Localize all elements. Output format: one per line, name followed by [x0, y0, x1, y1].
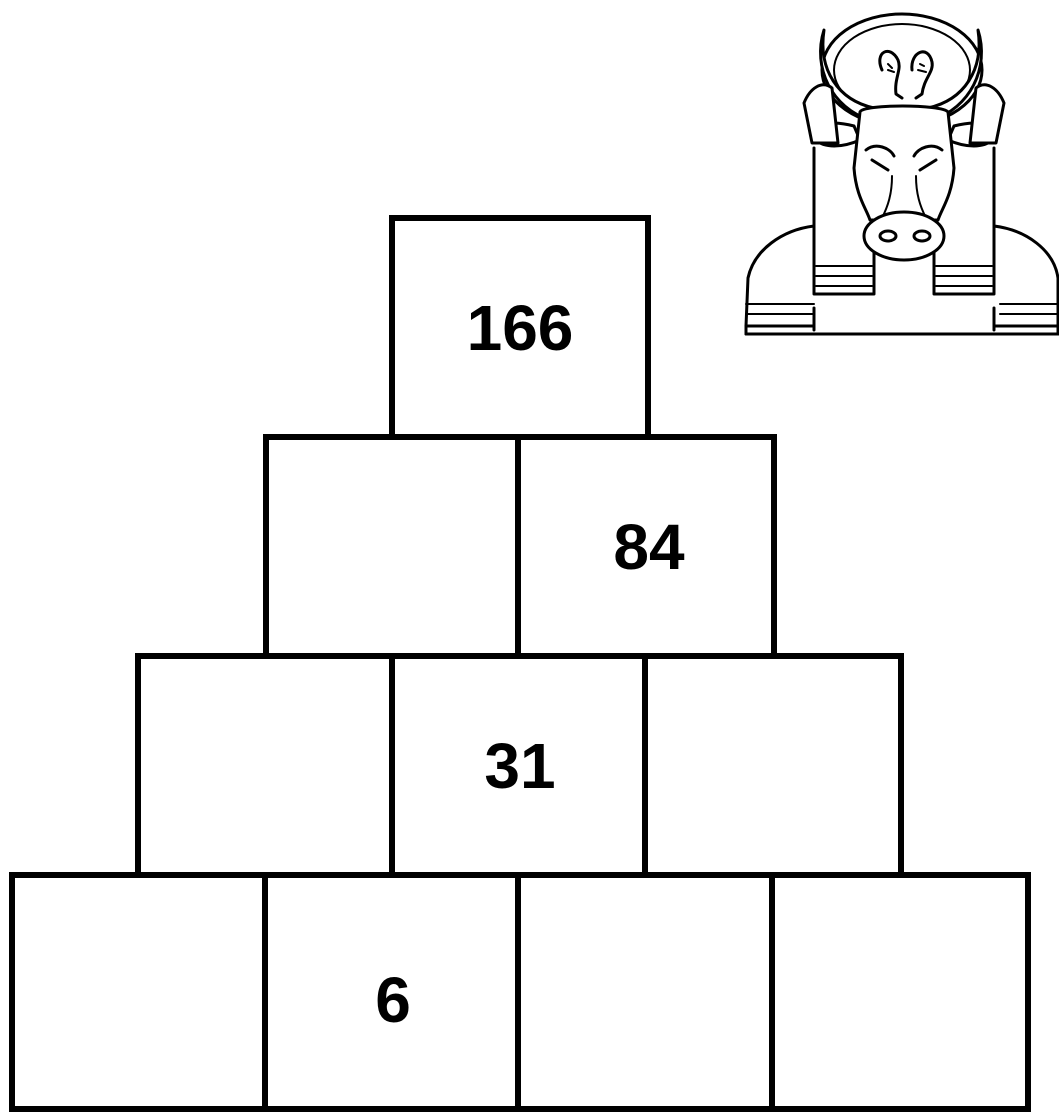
pyramid-cell-r1-c1[interactable]: 166 [389, 215, 651, 440]
pyramid-cell-r3-c1[interactable] [135, 653, 397, 878]
pyramid-cell-r2-c1[interactable] [263, 434, 525, 659]
bull-deity-icon [742, 8, 1059, 343]
pyramid-cell-r4-c4[interactable] [769, 872, 1031, 1112]
pyramid-cell-r3-c2[interactable]: 31 [389, 653, 651, 878]
pyramid-cell-r3-c3[interactable] [642, 653, 904, 878]
cell-value: 31 [484, 734, 555, 798]
cell-value: 166 [467, 296, 574, 360]
pyramid-cell-r4-c2[interactable]: 6 [262, 872, 524, 1112]
pyramid-cell-r4-c3[interactable] [515, 872, 777, 1112]
cell-value: 6 [375, 968, 411, 1032]
pyramid-cell-r2-c2[interactable]: 84 [515, 434, 777, 659]
pyramid-cell-r4-c1[interactable] [9, 872, 271, 1112]
cell-value: 84 [607, 515, 684, 579]
